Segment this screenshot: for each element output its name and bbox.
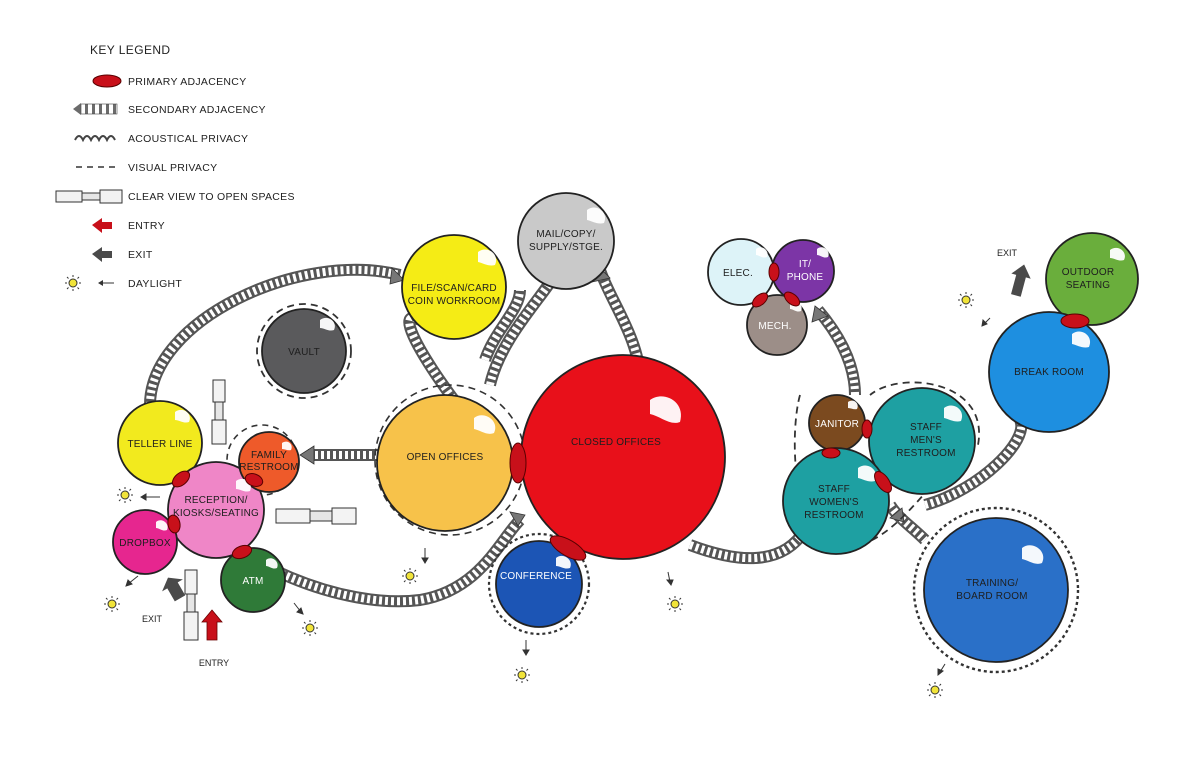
label-vault: VAULT: [288, 347, 320, 358]
label-womens-2: WOMEN'S: [809, 497, 859, 508]
daylight-icon: [958, 292, 974, 308]
daylight-markers: [104, 292, 974, 698]
label-conference: CONFERENCE: [500, 571, 572, 582]
legend: KEY LEGEND PRIMARY ADJACENCY SECONDARY A…: [55, 43, 295, 291]
primary-adjacency-markers: [167, 262, 1090, 561]
daylight-icon: [117, 487, 133, 503]
primary-adjacency-marker: [244, 473, 264, 487]
bubble-open-offices: [376, 394, 514, 532]
primary-adjacency-marker: [1060, 313, 1090, 329]
legend-label-acoustical: ACOUSTICAL PRIVACY: [128, 133, 248, 145]
clear-view-tubes: [183, 379, 357, 641]
legend-label-entry: ENTRY: [128, 220, 165, 232]
label-mech: MECH.: [758, 321, 791, 332]
label-mail-2: SUPPLY/STGE.: [529, 242, 603, 253]
label-training-1: TRAINING/: [966, 578, 1018, 589]
daylight-icon: [514, 667, 530, 683]
primary-adjacency-marker: [821, 447, 841, 459]
bubble-vault: [261, 308, 347, 394]
label-mail-1: MAIL/COPY/: [536, 229, 595, 240]
daylight-icon: [104, 596, 120, 612]
daylight-icon: [402, 568, 418, 584]
bubble-labels: TELLER LINE RECEPTION/ KIOSKS/SEATING DR…: [119, 229, 1114, 602]
daylight-icon: [667, 596, 683, 612]
bubble-mail: [517, 192, 615, 290]
label-womens-1: STAFF: [818, 484, 850, 495]
daylight-direction-arrows: [125, 317, 991, 677]
primary-adjacency-marker: [751, 292, 769, 308]
label-break-room: BREAK ROOM: [1014, 367, 1084, 378]
primary-adjacency-marker: [231, 544, 253, 560]
primary-adjacency-icon: [92, 74, 122, 88]
label-it-1: IT/: [799, 259, 811, 270]
legend-label-exit: EXIT: [128, 249, 153, 261]
primary-adjacency-marker: [509, 442, 527, 484]
label-outdoor-1: OUTDOOR: [1062, 267, 1115, 278]
label-file-1: FILE/SCAN/CARD: [411, 283, 497, 294]
daylight-icon: [65, 275, 114, 291]
label-reception-2: KIOSKS/SEATING: [173, 508, 259, 519]
label-it-2: PHONE: [787, 272, 824, 283]
daylight-icon: [927, 682, 943, 698]
primary-adjacency-marker: [768, 262, 780, 282]
label-outdoor-2: SEATING: [1066, 280, 1111, 291]
exit-arrow-icon: [92, 247, 112, 262]
label-janitor: JANITOR: [815, 419, 859, 430]
bubble-training: [923, 517, 1069, 663]
legend-label-visual: VISUAL PRIVACY: [128, 162, 217, 174]
primary-adjacency-marker: [167, 514, 181, 534]
label-teller-line: TELLER LINE: [127, 439, 192, 450]
exit-arrow-right: [1011, 264, 1031, 297]
label-elec: ELEC.: [723, 268, 753, 279]
exit-arrow-left: [162, 577, 186, 602]
label-file-2: COIN WORKROOM: [408, 296, 501, 307]
daylight-icon: [302, 620, 318, 636]
label-closed-offices: CLOSED OFFICES: [571, 437, 661, 448]
legend-label-daylight: DAYLIGHT: [128, 278, 182, 290]
legend-title: KEY LEGEND: [90, 43, 170, 57]
entry-label: ENTRY: [199, 658, 229, 668]
label-family-1: FAMILY: [251, 450, 287, 461]
label-open-offices: OPEN OFFICES: [407, 452, 484, 463]
label-womens-3: RESTROOM: [804, 510, 863, 521]
bubble-teller-line: [117, 400, 203, 486]
label-training-2: BOARD ROOM: [956, 591, 1027, 602]
bubble-highlights: [156, 207, 1125, 569]
bubble-mech: [746, 294, 808, 356]
label-dropbox: DROPBOX: [119, 538, 171, 549]
bubble-outdoor-seating: [1045, 232, 1139, 326]
label-reception-1: RECEPTION/: [184, 495, 247, 506]
primary-adjacency-marker: [171, 470, 191, 488]
label-mens-2: MEN'S: [910, 435, 942, 446]
label-mens-1: STAFF: [910, 422, 942, 433]
clear-view-icon: [55, 189, 123, 204]
label-mens-3: RESTROOM: [896, 448, 955, 459]
entry-arrow-icon: [92, 218, 112, 233]
secondary-adjacency-paths: [144, 263, 1028, 608]
primary-adjacency-marker: [861, 419, 873, 439]
primary-adjacency-marker: [783, 291, 801, 307]
exit-label-right: EXIT: [997, 248, 1018, 258]
acoustical-privacy-icon: [74, 135, 116, 143]
entry-arrow: [201, 609, 223, 641]
exit-label-left: EXIT: [142, 614, 163, 624]
legend-label-primary: PRIMARY ADJACENCY: [128, 76, 247, 88]
primary-adjacency-marker: [874, 471, 892, 493]
secondary-adjacency-icon: [73, 103, 118, 115]
label-atm: ATM: [243, 576, 264, 587]
label-family-2: RESTROOM: [239, 462, 298, 473]
legend-label-clear-view: CLEAR VIEW TO OPEN SPACES: [128, 191, 295, 203]
legend-label-secondary: SECONDARY ADJACENCY: [128, 104, 266, 116]
bubble-closed-offices: [520, 354, 726, 560]
primary-adjacency-marker: [549, 535, 587, 561]
